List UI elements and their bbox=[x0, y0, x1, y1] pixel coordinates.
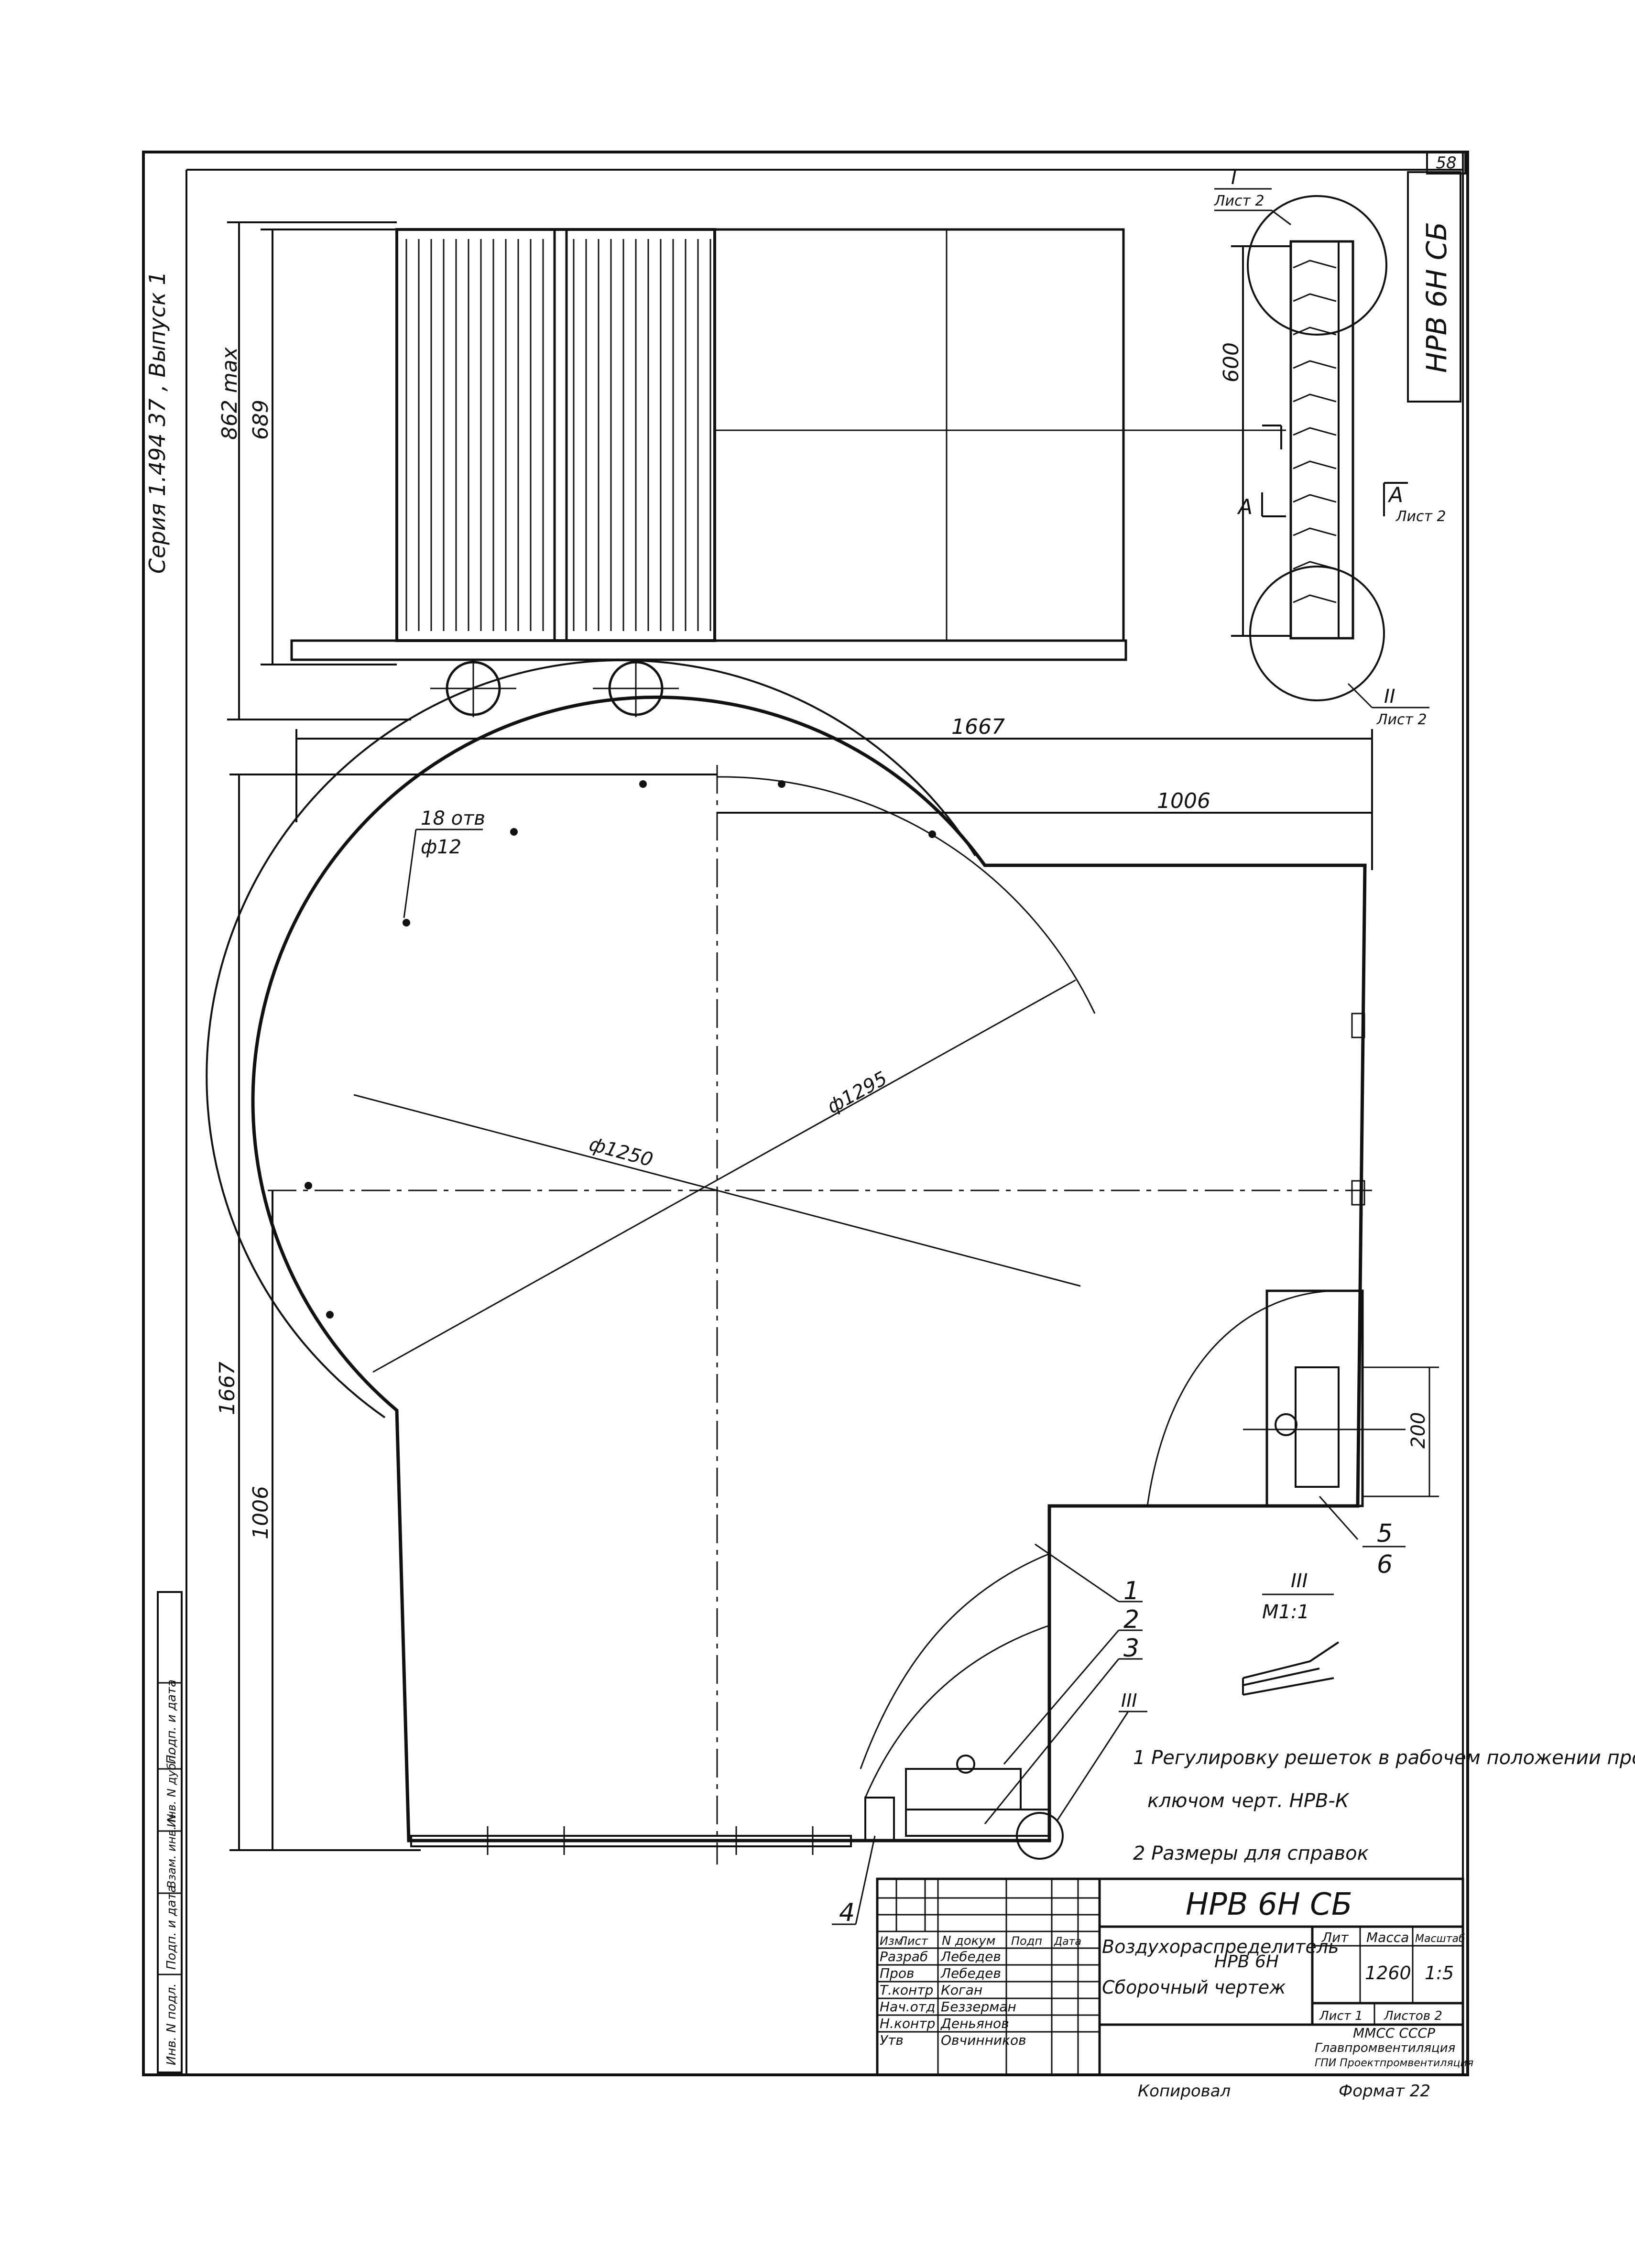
plan-view: 1667 1006 1667 1006 ф1250 ф1295 bbox=[206, 659, 1439, 1927]
tb-h-doc: N докум bbox=[942, 1934, 995, 1948]
svg-text:58: 58 bbox=[1436, 153, 1456, 173]
tb-role-6: Утв bbox=[880, 2032, 904, 2048]
wheel-2 bbox=[593, 660, 679, 717]
tb-h-izm: Изм bbox=[880, 1934, 903, 1948]
tb-name-line3: Сборочный чертеж bbox=[1102, 1977, 1286, 1998]
hole-dia: ф12 bbox=[421, 836, 461, 858]
callout-ii: II bbox=[1384, 686, 1395, 708]
dim-689: 689 bbox=[249, 400, 273, 440]
copied-by: Копировал bbox=[1138, 2082, 1231, 2101]
dim-862: 862 max bbox=[218, 347, 242, 440]
tb-col-lit: Лит bbox=[1321, 1930, 1349, 1945]
tb-sheets: Листов 2 bbox=[1384, 2009, 1442, 2023]
tb-scale: 1:5 bbox=[1425, 1963, 1454, 1984]
title-block: Изм Лист N докум Подп Дата Разраб Лебеде… bbox=[876, 1877, 1473, 2101]
section-fin bbox=[1293, 393, 1337, 403]
callout-iii: III bbox=[1121, 1690, 1137, 1711]
side-col-1: Инв. N подл. bbox=[164, 1983, 179, 2065]
series-text: Серия 1.494 37 , Выпуск 1 bbox=[144, 271, 170, 574]
svg-text:НРВ 6Н СБ: НРВ 6Н СБ bbox=[1420, 222, 1453, 373]
leader-5: 5 bbox=[1377, 1519, 1393, 1548]
detail-iii-label: III bbox=[1291, 1570, 1308, 1592]
tb-name-3: Коган bbox=[941, 1982, 982, 1998]
tb-mass: 1260 bbox=[1365, 1963, 1411, 1984]
format: Формат 22 bbox=[1339, 2082, 1430, 2101]
note-1b: ключом черт. НРВ-К bbox=[1147, 1790, 1350, 1812]
side-code-box: НРВ 6Н СБ bbox=[1407, 171, 1461, 403]
note-1: 1 Регулировку решеток в рабочем положени… bbox=[1133, 1747, 1635, 1769]
dim-600: 600 bbox=[1219, 342, 1243, 382]
dim-1006: 1006 bbox=[1157, 789, 1210, 813]
page-number-box: 58 bbox=[1426, 151, 1466, 174]
callout-ii-sheet: Лист 2 bbox=[1376, 711, 1427, 728]
tb-code: НРВ 6Н СБ bbox=[1186, 1887, 1352, 1922]
tb-sheet: Лист 1 bbox=[1319, 2009, 1363, 2023]
leader-3: 3 bbox=[1123, 1634, 1139, 1663]
sheet-frame bbox=[142, 151, 1469, 2076]
tb-name-2: Лебедев bbox=[940, 1965, 1001, 1981]
tb-h-sign: Подп bbox=[1011, 1934, 1042, 1948]
tb-name-line1: Воздухораспределитель bbox=[1102, 1936, 1339, 1957]
section-fin bbox=[1293, 360, 1337, 369]
section-fin bbox=[1293, 527, 1337, 536]
side-stamp: Инв. N подл. Подп. и дата Взам. инв. N И… bbox=[157, 1591, 183, 2073]
tb-name-6: Овчинников bbox=[941, 2032, 1026, 2048]
tb-col-mass: Масса bbox=[1366, 1930, 1409, 1945]
top-view: 862 max 689 bbox=[218, 167, 1446, 728]
section-fin bbox=[1293, 594, 1337, 603]
tb-col-scale: Масштаб bbox=[1415, 1933, 1465, 1945]
dim-height-1667: 1667 bbox=[215, 1362, 240, 1415]
tb-org-3: ГПИ Проектпромвентиляция bbox=[1315, 2057, 1473, 2069]
leader-2: 2 bbox=[1123, 1605, 1139, 1634]
tb-h-list: Лист bbox=[898, 1934, 928, 1948]
side-col-2: Подп. и дата bbox=[164, 1885, 179, 1970]
tb-role-3: Т.контр bbox=[880, 1982, 933, 1998]
section-a-right: А bbox=[1387, 483, 1403, 507]
section-fin bbox=[1293, 260, 1337, 269]
dim-200: 200 bbox=[1407, 1412, 1429, 1449]
tb-h-date: Дата bbox=[1054, 1936, 1081, 1948]
leader-1: 1 bbox=[1123, 1577, 1139, 1605]
section-fin bbox=[1293, 494, 1337, 503]
tb-org-1: ММСС СССР bbox=[1353, 2025, 1435, 2041]
dim-height-1006: 1006 bbox=[249, 1486, 273, 1539]
note-2: 2 Размеры для справок bbox=[1133, 1843, 1369, 1865]
tb-name-5: Деньянов bbox=[940, 2016, 1009, 2031]
tb-org-2: Главпромвентиляция bbox=[1315, 2041, 1455, 2055]
side-col-4: Инв. N дубл. bbox=[165, 1752, 178, 1827]
side-col-3: Взам. инв. N bbox=[165, 1814, 178, 1888]
section-a-sheet: Лист 2 bbox=[1395, 508, 1446, 525]
leader-4: 4 bbox=[839, 1898, 855, 1927]
tb-role-1: Разраб bbox=[880, 1949, 928, 1964]
side-col-5: Подп. и дата bbox=[164, 1679, 179, 1764]
callout-i-sheet: Лист 2 bbox=[1214, 193, 1264, 209]
tb-name-4: Беззерман bbox=[941, 1999, 1016, 2015]
tb-role-4: Нач.отд bbox=[880, 1999, 935, 2015]
leader-6: 6 bbox=[1377, 1550, 1393, 1579]
section-fin bbox=[1293, 427, 1337, 436]
tb-role-2: Пров bbox=[880, 1965, 914, 1981]
tb-name-1: Лебедев bbox=[940, 1949, 1001, 1964]
tb-role-5: Н.контр bbox=[880, 2016, 935, 2031]
section-fin bbox=[1293, 293, 1337, 302]
detail-iii-scale: М1:1 bbox=[1262, 1601, 1309, 1623]
dia-1295: ф1295 bbox=[824, 1068, 891, 1118]
dim-width-1667: 1667 bbox=[951, 715, 1005, 739]
holes bbox=[305, 780, 936, 1319]
callout-i: I bbox=[1231, 167, 1237, 189]
section-fin bbox=[1293, 460, 1337, 469]
section-a-left: А bbox=[1237, 495, 1253, 519]
holes-count: 18 отв bbox=[421, 807, 485, 829]
tb-name-line2: НРВ 6Н bbox=[1214, 1952, 1279, 1972]
detail-iii-shape bbox=[1242, 1641, 1340, 1696]
notes: 1 Регулировку решеток в рабочем положени… bbox=[1133, 1747, 1635, 1865]
